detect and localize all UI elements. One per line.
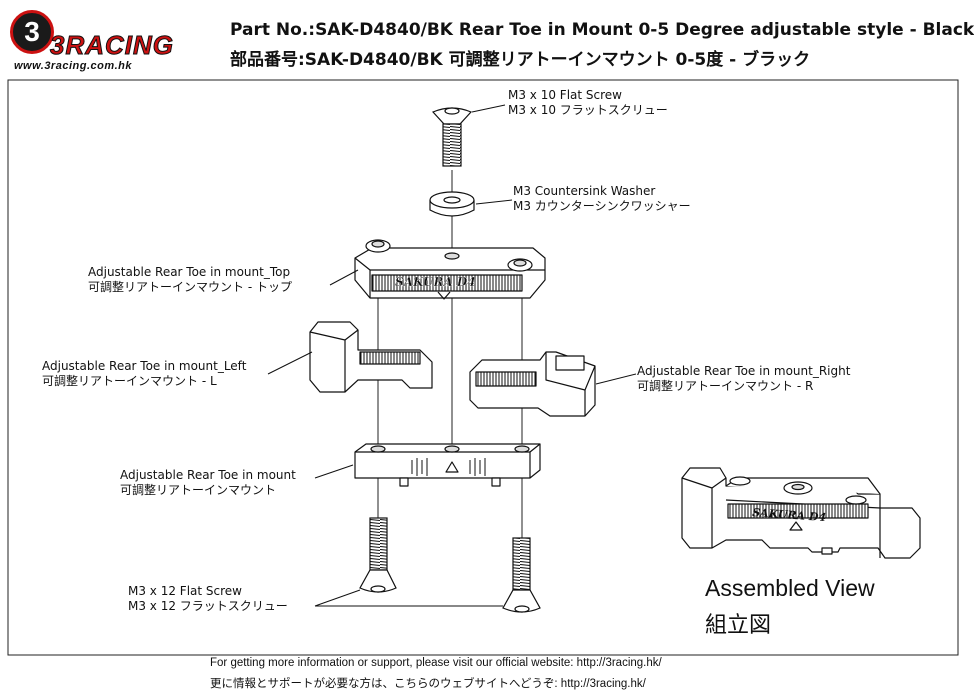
leader-mount-top	[329, 269, 359, 286]
leader-mount-left	[267, 351, 313, 375]
label-washer-jp: M3 カウンターシンクワッシャー	[513, 199, 691, 213]
label-washer-en: M3 Countersink Washer	[513, 184, 656, 198]
label-mount-right-en: Adjustable Rear Toe in mount_Right	[637, 364, 851, 378]
brand-url[interactable]: www.3racing.com.hk	[14, 60, 133, 72]
label-flat-screw-top: M3 x 10 Flat Screw M3 x 10 フラットスクリュー	[508, 88, 668, 118]
label-mount-right-jp: 可調整リアトーインマウント - R	[637, 379, 814, 393]
washer-m3	[429, 191, 475, 217]
page-title-en: Part No.:SAK-D4840/BK Rear Toe in Mount …	[230, 20, 974, 40]
footer-support-jp[interactable]: 更に情報とサポートが必要な方は、こちらのウェブサイトへどうぞ: http://3…	[210, 678, 646, 690]
label-flat-screw-bottom-jp: M3 x 12 フラットスクリュー	[128, 599, 288, 613]
leader-flat-screw-top	[471, 104, 506, 113]
engraving-top: SAKURA D4	[395, 275, 476, 289]
mount-right-part	[469, 351, 596, 417]
label-mount-base-en: Adjustable Rear Toe in mount	[120, 468, 296, 482]
leader-mount-base	[314, 464, 354, 479]
assembled-view-title: Assembled View	[705, 575, 875, 601]
leader-screw-bottom-left	[314, 589, 361, 607]
label-washer: M3 Countersink Washer M3 カウンターシンクワッシャー	[513, 184, 691, 214]
screw-m3x12-right	[502, 537, 541, 613]
mount-left-part	[309, 321, 433, 393]
label-mount-left-en: Adjustable Rear Toe in mount_Left	[42, 359, 247, 373]
label-mount-left-jp: 可調整リアトーインマウント - L	[42, 374, 217, 388]
label-mount-top-jp: 可調整リアトーインマウント - トップ	[88, 280, 292, 294]
page-title-jp: 部品番号:SAK-D4840/BK 可調整リアトーインマウント 0-5度 - ブ…	[230, 50, 811, 70]
footer-support-en[interactable]: For getting more information or support,…	[210, 657, 662, 669]
label-mount-right: Adjustable Rear Toe in mount_Right 可調整リア…	[637, 364, 850, 394]
mount-base-part	[354, 443, 541, 487]
label-mount-top-en: Adjustable Rear Toe in mount_Top	[88, 265, 291, 279]
brand-logo-wordmark: 3RACING	[49, 30, 175, 61]
label-flat-screw-bottom: M3 x 12 Flat Screw M3 x 12 フラットスクリュー	[128, 584, 288, 614]
leader-washer	[475, 199, 513, 205]
label-mount-left: Adjustable Rear Toe in mount_Left 可調整リアト…	[42, 359, 246, 389]
label-flat-screw-top-en: M3 x 10 Flat Screw	[508, 88, 622, 102]
engraving-assembled: SAKURA D4	[752, 506, 827, 524]
brand-logo-badge: 3	[10, 10, 54, 54]
label-flat-screw-bottom-en: M3 x 12 Flat Screw	[128, 584, 242, 598]
leader-mount-right	[595, 373, 637, 385]
assembled-view-drawing	[681, 467, 921, 559]
screw-m3x12-left	[359, 517, 397, 593]
screw-m3x10	[431, 107, 473, 167]
label-mount-base-jp: 可調整リアトーインマウント	[120, 483, 277, 497]
label-flat-screw-top-jp: M3 x 10 フラットスクリュー	[508, 103, 668, 117]
label-mount-top: Adjustable Rear Toe in mount_Top 可調整リアトー…	[88, 265, 292, 295]
label-mount-base: Adjustable Rear Toe in mount 可調整リアトーインマウ…	[120, 468, 296, 498]
mount-top-part	[354, 239, 546, 300]
assembled-view-title-jp: 組立図	[705, 613, 772, 638]
